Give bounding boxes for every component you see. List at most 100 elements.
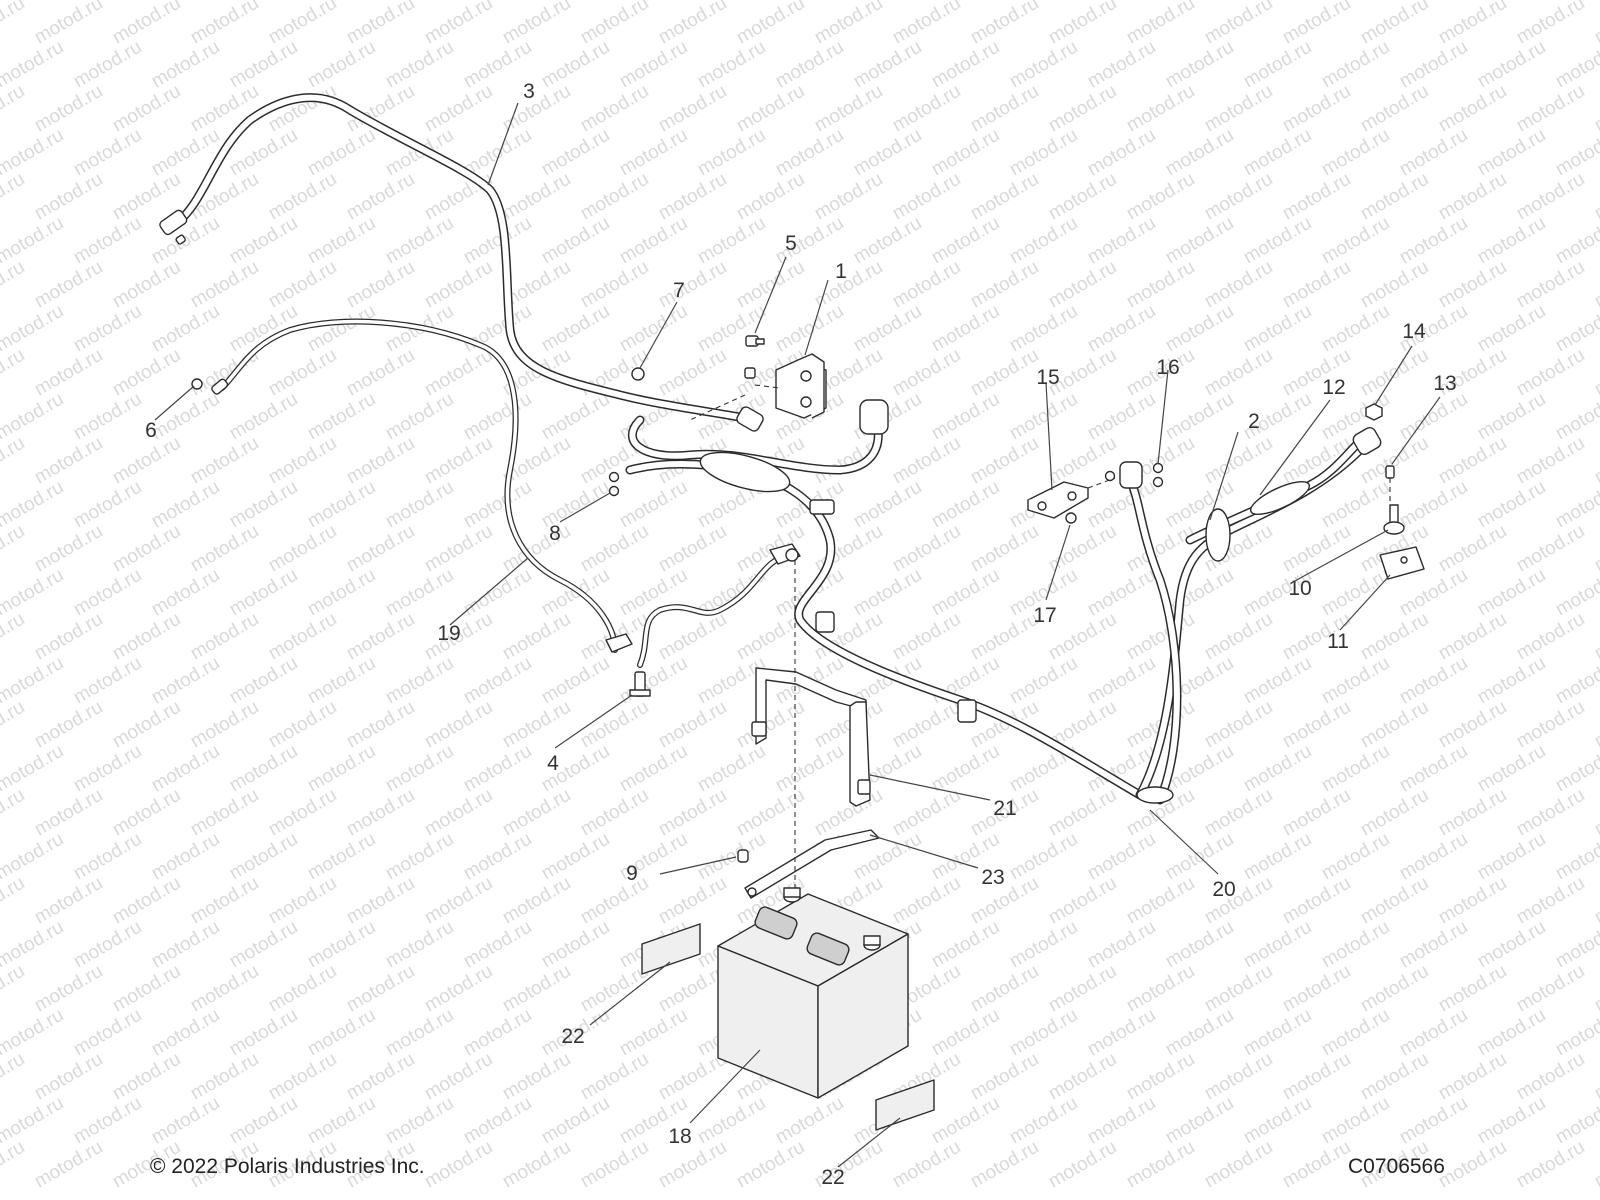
watermark-text: motod.ru (1123, 873, 1198, 929)
watermark-text: motod.ru (70, 389, 145, 445)
watermark-text: motod.ru (733, 169, 808, 225)
watermark-text: motod.ru (1396, 389, 1471, 445)
pad-22-bottom (875, 1079, 935, 1131)
watermark-text: motod.ru (265, 609, 340, 665)
watermark-text: motod.ru (1435, 961, 1510, 1017)
watermark-text: motod.ru (772, 37, 847, 93)
watermark-text: motod.ru (304, 829, 379, 885)
callout-8: 8 (549, 522, 561, 545)
watermark-text: motod.ru (421, 433, 496, 489)
watermark-text: motod.ru (1045, 169, 1120, 225)
watermark-text: motod.ru (889, 785, 964, 841)
watermark-text: motod.ru (460, 917, 535, 973)
watermark-text: motod.ru (1201, 81, 1276, 137)
watermark-text: motod.ru (928, 389, 1003, 445)
watermark-text: motod.ru (1123, 609, 1198, 665)
watermark-text: motod.ru (928, 477, 1003, 533)
watermark-text: motod.ru (1591, 697, 1600, 753)
watermark-text: motod.ru (733, 697, 808, 753)
screw-13 (1385, 465, 1395, 510)
callout-9: 9 (626, 862, 638, 885)
callout-13: 13 (1433, 372, 1456, 395)
watermark-text: motod.ru (1084, 917, 1159, 973)
watermark-text: motod.ru (655, 521, 730, 577)
watermark-text: motod.ru (304, 1005, 379, 1061)
watermark-text: motod.ru (967, 961, 1042, 1017)
watermark-text: motod.ru (421, 169, 496, 225)
watermark-text: motod.ru (70, 565, 145, 621)
callout-1: 1 (835, 260, 847, 283)
watermark-text: motod.ru (1318, 653, 1393, 709)
callout-4: 4 (547, 752, 559, 775)
watermark-text: motod.ru (382, 565, 457, 621)
watermark-text: motod.ru (1474, 741, 1549, 797)
watermark-text: motod.ru (109, 257, 184, 313)
watermark-text: motod.ru (343, 521, 418, 577)
watermark-text: motod.ru (460, 301, 535, 357)
watermark-text: motod.ru (1435, 873, 1510, 929)
watermark-text: motod.ru (1513, 169, 1588, 225)
watermark-text: motod.ru (577, 785, 652, 841)
watermark-text: motod.ru (1591, 609, 1600, 665)
watermark-text: motod.ru (187, 697, 262, 753)
copyright-notice: © 2022 Polaris Industries Inc. (150, 1155, 425, 1178)
watermark-text: motod.ru (889, 521, 964, 577)
watermark-text: motod.ru (1084, 565, 1159, 621)
watermark-text: motod.ru (1474, 389, 1549, 445)
watermark-text: motod.ru (343, 697, 418, 753)
watermark-text: motod.ru (1435, 257, 1510, 313)
watermark-text: motod.ru (304, 1093, 379, 1149)
watermark-text: motod.ru (616, 301, 691, 357)
watermark-text: motod.ru (1357, 609, 1432, 665)
watermark-text: motod.ru (889, 1137, 964, 1193)
watermark-text: motod.ru (538, 1093, 613, 1149)
watermark-text: motod.ru (31, 873, 106, 929)
watermark-text: motod.ru (1435, 0, 1510, 48)
watermark-text: motod.ru (265, 873, 340, 929)
watermark-text: motod.ru (1201, 785, 1276, 841)
watermark-text: motod.ru (1279, 873, 1354, 929)
watermark-text: motod.ru (304, 301, 379, 357)
watermark-text: motod.ru (70, 1005, 145, 1061)
watermark-text: motod.ru (421, 1049, 496, 1105)
watermark-text: motod.ru (70, 213, 145, 269)
watermark-text: motod.ru (967, 81, 1042, 137)
watermark-text: motod.ru (967, 1049, 1042, 1105)
watermark-text: motod.ru (148, 1093, 223, 1149)
watermark-text: motod.ru (1591, 521, 1600, 577)
watermark-text: motod.ru (1084, 213, 1159, 269)
watermark-text: motod.ru (1279, 81, 1354, 137)
watermark-text: motod.ru (1435, 697, 1510, 753)
watermark-text: motod.ru (655, 81, 730, 137)
watermark-text: motod.ru (1435, 1049, 1510, 1105)
watermark-text: motod.ru (772, 1093, 847, 1149)
watermark-text: motod.ru (343, 433, 418, 489)
watermark-text: motod.ru (1357, 873, 1432, 929)
watermark-text: motod.ru (928, 301, 1003, 357)
battery-18 (717, 887, 909, 1099)
callout-20: 20 (1212, 878, 1235, 901)
callout-5: 5 (785, 232, 797, 255)
watermark-text: motod.ru (1318, 37, 1393, 93)
watermark-text: motod.ru (304, 741, 379, 797)
watermark-text: motod.ru (616, 213, 691, 269)
watermark-text: motod.ru (187, 609, 262, 665)
watermark-text: motod.ru (109, 345, 184, 401)
watermark-text: motod.ru (499, 169, 574, 225)
watermark-text: motod.ru (577, 169, 652, 225)
watermark-text: motod.ru (0, 345, 28, 401)
nut-6 (191, 378, 203, 390)
watermark-text: motod.ru (226, 829, 301, 885)
stud-10 (1383, 504, 1405, 535)
watermark-text: motod.ru (1240, 917, 1315, 973)
watermark-text: motod.ru (577, 1049, 652, 1105)
watermark-text: motod.ru (889, 609, 964, 665)
callout-16: 16 (1156, 356, 1179, 379)
watermark-text: motod.ru (1240, 829, 1315, 885)
watermark-text: motod.ru (1474, 829, 1549, 885)
watermark-text: motod.ru (226, 389, 301, 445)
watermark-text: motod.ru (967, 1137, 1042, 1193)
watermark-text: motod.ru (616, 477, 691, 533)
watermark-text: motod.ru (1162, 917, 1237, 973)
watermark-text: motod.ru (1045, 0, 1120, 48)
